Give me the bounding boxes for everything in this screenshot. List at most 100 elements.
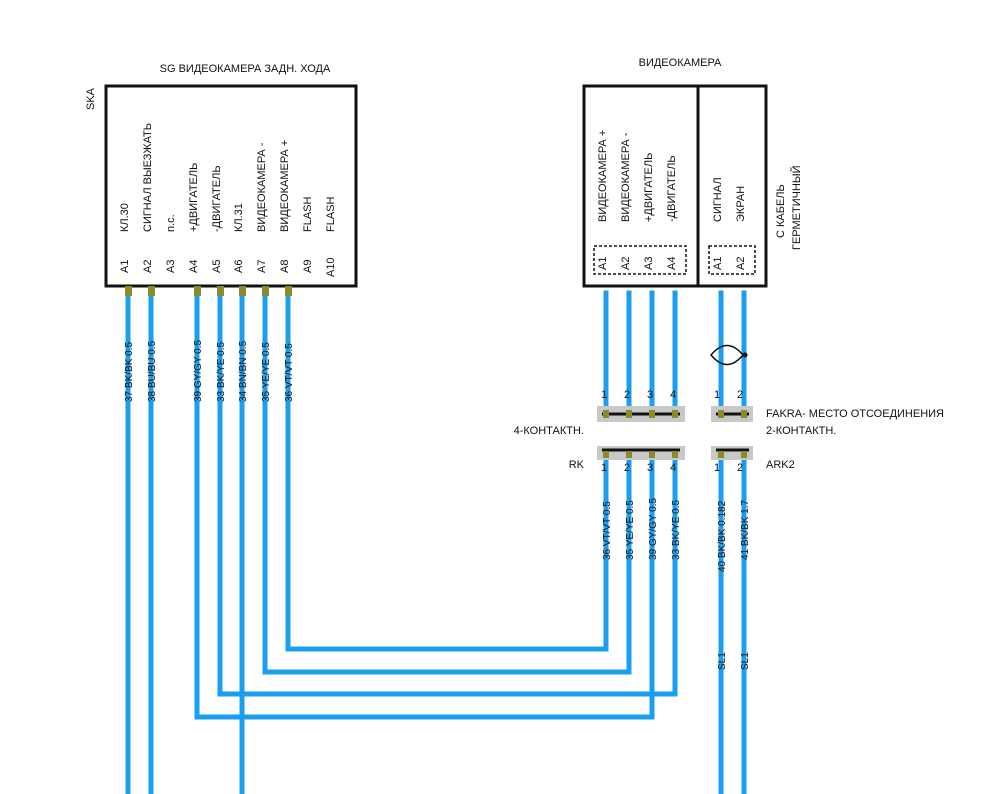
connector-2-label-1: FAKRA- МЕСТО ОТСОЕДИНЕНИЯ [766, 408, 944, 420]
conn4-upper-num-3: 3 [647, 389, 653, 401]
right-pin-group-1 [593, 245, 687, 275]
rk-wire-label-35: 35 YE/YE 0.5 [625, 500, 636, 560]
left-pin-a6: A6 [233, 260, 245, 273]
left-signal-a10: FLASH [325, 196, 337, 232]
left-signal-a6: КЛ.31 [233, 203, 245, 232]
connector-2-code: ARK2 [766, 459, 795, 471]
connector-2-upper-pin-1 [718, 410, 724, 418]
left-signal-a4: +ДВИГАТЕЛЬ [188, 163, 200, 232]
cable-label-sl1-a: SL1 [717, 652, 728, 670]
conn4-lower-num-3: 3 [647, 462, 653, 474]
connector-4-lower-pin-3 [649, 451, 655, 458]
right-signal-a1: ВИДЕОКАМЕРА + [597, 130, 609, 222]
connector-4-upper-pin-3 [649, 410, 655, 418]
terminal-left-a2 [148, 286, 155, 296]
connector-4-upper-pin-4 [672, 410, 678, 418]
right-signal-sig: СИГНАЛ [712, 177, 724, 222]
wire-label-34: 34 BN/BN 0.5 [238, 340, 249, 402]
connector-4-lower-pin-1 [603, 451, 609, 458]
connector-4-upper-pin-2 [626, 410, 632, 418]
conn4-lower-num-1: 1 [601, 462, 607, 474]
left-wire-labels: 37 BK/BK 0.5 38 BU/BU 0.5 39 GY/GY 0.5 3… [124, 339, 295, 402]
left-signal-a2: СИГНАЛ ВЫЕЗЖАТЬ [142, 123, 154, 232]
right-pin-b1: A1 [712, 257, 724, 270]
rk-wire-label-36: 36 VT/VT 0.5 [602, 501, 613, 560]
right-side-label-2: ГЕРМЕТИЧНЫЙ [790, 165, 803, 250]
connector-2-upper [711, 406, 753, 422]
wire-label-39: 39 GY/GY 0.5 [193, 339, 204, 402]
right-pin-a1: A1 [597, 257, 609, 270]
wire-label-37: 37 BK/BK 0.5 [124, 342, 135, 402]
left-pin-a1: A1 [119, 260, 131, 273]
right-pin-a3: A3 [643, 257, 655, 270]
conn4-upper-num-2: 2 [624, 389, 630, 401]
connector-4-upper-pin-1 [603, 410, 609, 418]
right-signal-a3: +ДВИГАТЕЛЬ [643, 153, 655, 222]
right-wire-labels: 36 VT/VT 0.5 35 YE/YE 0.5 39 GY/GY 0.5 3… [602, 497, 751, 670]
connector-2-upper-pin-2 [741, 410, 747, 418]
rk-wire-label-33: 33 BK/YE 0.5 [671, 500, 682, 560]
terminal-left-a8 [285, 286, 292, 296]
conn4-lower-num-4: 4 [670, 462, 676, 474]
conn2-upper-num-1: 1 [714, 389, 720, 401]
right-pin-a4: A4 [666, 257, 678, 270]
conn2-upper-num-2: 2 [737, 389, 743, 401]
left-signal-a3: n.c. [165, 214, 177, 232]
ark2-wire-label-40: 40 BK/BK 0.182 [717, 500, 728, 572]
terminal-left-a7 [262, 286, 269, 296]
left-pin-a8: A8 [279, 260, 291, 273]
connector-2-lower-pin-1 [718, 451, 724, 458]
left-unit-side-label: SKA [85, 87, 97, 110]
conn4-upper-num-1: 1 [601, 389, 607, 401]
left-pin-a7: A7 [256, 260, 268, 273]
right-pin-a2: A2 [620, 257, 632, 270]
right-section1-signals: ВИДЕОКАМЕРА + ВИДЕОКАМЕРА - +ДВИГАТЕЛЬ -… [597, 130, 747, 222]
connector-4-upper [597, 406, 685, 422]
connector-upper-numbers: 1 2 3 4 1 2 [601, 389, 743, 401]
wire-33 [217, 290, 678, 697]
left-signal-a8: ВИДЕОКАМЕРА + [279, 140, 291, 232]
left-pin-a5: A5 [211, 260, 223, 273]
connector-2-lower [711, 446, 753, 460]
conn2-lower-num-2: 2 [737, 462, 743, 474]
right-signal-screen: ЭКРАН [735, 186, 747, 222]
left-pin-a3: A3 [165, 260, 177, 273]
terminal-left-a6 [239, 286, 246, 296]
left-pin-a2: A2 [142, 260, 154, 273]
left-pin-signals: КЛ.30 СИГНАЛ ВЫЕЗЖАТЬ n.c. +ДВИГАТЕЛЬ -Д… [119, 123, 337, 232]
connector-4-label: 4-КОНТАКТН. [514, 425, 584, 437]
terminal-left-a5 [217, 286, 224, 296]
wire-label-38: 38 BU/BU 0.5 [147, 340, 158, 402]
conn2-lower-num-1: 1 [714, 462, 720, 474]
right-unit-title: ВИДЕОКАМЕРА [639, 57, 722, 69]
connector-4-code: RK [569, 459, 585, 471]
connector-4-lower-plate [597, 446, 685, 460]
pin-terminals [125, 286, 292, 296]
left-signal-a9: FLASH [302, 196, 314, 232]
wire-35 [262, 290, 632, 675]
cable-label-sl1-b: SL1 [740, 652, 751, 670]
rk-wire-label-39: 39 GY/GY 0.5 [648, 497, 659, 560]
wire-39 [194, 290, 655, 720]
wire-36 [285, 290, 609, 652]
connector-4-lower [597, 446, 685, 460]
left-signal-a7: ВИДЕОКАМЕРА - [256, 142, 268, 232]
terminal-left-a1 [125, 286, 132, 296]
left-pin-a4: A4 [188, 260, 200, 273]
wire-label-35: 35 YE/YE 0.5 [261, 342, 272, 402]
right-side-label-1: С КАБЕЛЬ [775, 184, 787, 238]
shield-twist-icon [710, 344, 744, 366]
ark2-wire-label-41: 41 BK/BK 1.7 [740, 500, 751, 560]
right-pin-group-2 [708, 245, 756, 275]
connector-4-lower-pin-2 [626, 451, 632, 458]
left-signal-a1: КЛ.30 [119, 203, 131, 232]
right-signal-a4: -ДВИГАТЕЛЬ [666, 155, 678, 222]
connector-4-lower-pin-4 [672, 451, 678, 458]
wire-label-36: 36 VT/VT 0.5 [284, 343, 295, 402]
wire-label-33: 33 BK/YE 0.5 [216, 342, 227, 402]
connector-lower-numbers: 1 2 3 4 1 2 [601, 462, 743, 474]
conn4-upper-num-4: 4 [670, 389, 676, 401]
right-unit-section-2 [696, 84, 768, 288]
connector-2-label-2: 2-КОНТАКТН. [766, 425, 836, 437]
